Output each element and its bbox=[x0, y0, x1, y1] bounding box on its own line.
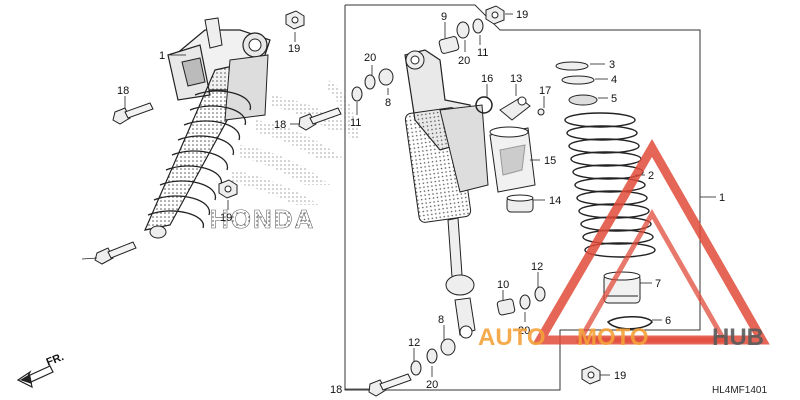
nut-19-left-mid bbox=[218, 179, 238, 199]
honda-watermark-text: HONDA bbox=[210, 204, 315, 234]
callout-2: 2 bbox=[648, 170, 654, 182]
callout-8-center: 8 bbox=[385, 97, 391, 109]
callout-19-bottom: 19 bbox=[614, 370, 626, 382]
callout-19-left-mid: 19 bbox=[220, 212, 232, 224]
automotohub-watermark: AUTO MOTO HUB bbox=[478, 139, 770, 351]
callout-12-bottom: 12 bbox=[408, 337, 420, 349]
callout-6: 6 bbox=[665, 315, 671, 327]
bolt-18-center bbox=[298, 107, 342, 131]
washer-12-lower bbox=[534, 286, 546, 302]
shock-assembly-left bbox=[143, 17, 271, 239]
bearing-8-top bbox=[378, 68, 394, 86]
logo-text-moto: MOTO bbox=[577, 324, 649, 351]
nut-19-left-top bbox=[285, 10, 305, 30]
bearing-8-lower bbox=[440, 338, 456, 356]
callout-10: 10 bbox=[497, 279, 509, 291]
collar-9 bbox=[438, 36, 460, 54]
callout-3: 3 bbox=[609, 59, 615, 71]
logo-text-hub: HUB bbox=[712, 324, 764, 351]
screw-17 bbox=[537, 108, 545, 116]
callout-20-top: 20 bbox=[458, 55, 470, 67]
callout-labels: 1 19 18 11 20 8 19 18 1 9 20 11 19 16 13… bbox=[117, 9, 725, 396]
reservoir-15 bbox=[489, 126, 536, 193]
seal-20-top bbox=[456, 21, 470, 39]
seal-20-lower bbox=[519, 294, 531, 310]
callout-5: 5 bbox=[611, 93, 617, 105]
bolt-18-bottom bbox=[368, 373, 412, 397]
callout-18-left-top: 18 bbox=[117, 85, 129, 97]
washer-12-bottom bbox=[410, 360, 422, 376]
callout-19-left-top: 19 bbox=[288, 43, 300, 55]
callout-17: 17 bbox=[539, 85, 551, 97]
callout-12-right: 12 bbox=[531, 261, 543, 273]
callout-18-bottom: 18 bbox=[330, 384, 342, 396]
seat-5 bbox=[568, 94, 598, 106]
callout-1-right: 1 bbox=[719, 192, 725, 204]
callout-9: 9 bbox=[441, 11, 447, 23]
callout-8-lower: 8 bbox=[438, 314, 444, 326]
callout-20-center: 20 bbox=[364, 52, 376, 64]
explode-frame bbox=[344, 4, 701, 391]
front-label: FR. bbox=[45, 351, 66, 369]
logo-text-auto: AUTO bbox=[478, 324, 546, 351]
bolt-18-left-top bbox=[112, 102, 154, 125]
seal-20-bottom bbox=[426, 348, 438, 364]
callout-18-center: 18 bbox=[274, 119, 286, 131]
seat-3 bbox=[555, 61, 589, 71]
callout-11-top: 11 bbox=[477, 47, 488, 59]
callout-20-bottom: 20 bbox=[426, 379, 438, 391]
callout-20-lower: 20 bbox=[518, 325, 530, 337]
callout-7: 7 bbox=[655, 278, 661, 290]
damper-body bbox=[404, 49, 489, 339]
nut-19-top-right bbox=[485, 5, 505, 25]
seal-20-mid bbox=[364, 74, 376, 90]
bush-10 bbox=[496, 298, 516, 316]
leader-lines bbox=[81, 13, 716, 390]
callout-1-left: 1 bbox=[159, 50, 165, 62]
washer-11-top bbox=[472, 18, 484, 34]
front-direction-arrow: FR. bbox=[16, 351, 66, 389]
washer-11-mid bbox=[351, 86, 363, 102]
callout-13: 13 bbox=[510, 73, 522, 85]
nut-19-bottom bbox=[581, 365, 601, 385]
callout-4: 4 bbox=[611, 74, 617, 86]
diagram-code: HL4MF1401 bbox=[712, 385, 767, 396]
honda-wing-watermark bbox=[230, 80, 360, 205]
bolt-18-left-bottom bbox=[94, 241, 137, 265]
callout-16: 16 bbox=[481, 73, 493, 85]
seat-4 bbox=[561, 75, 595, 85]
callout-11-center: 11 bbox=[350, 117, 361, 129]
callout-19-top-right: 19 bbox=[516, 9, 528, 21]
callout-14: 14 bbox=[549, 195, 561, 207]
cover-14 bbox=[506, 194, 534, 213]
knob-13 bbox=[499, 96, 531, 121]
clip-6 bbox=[606, 316, 653, 330]
oring-16 bbox=[475, 96, 493, 114]
callout-15: 15 bbox=[544, 155, 556, 167]
